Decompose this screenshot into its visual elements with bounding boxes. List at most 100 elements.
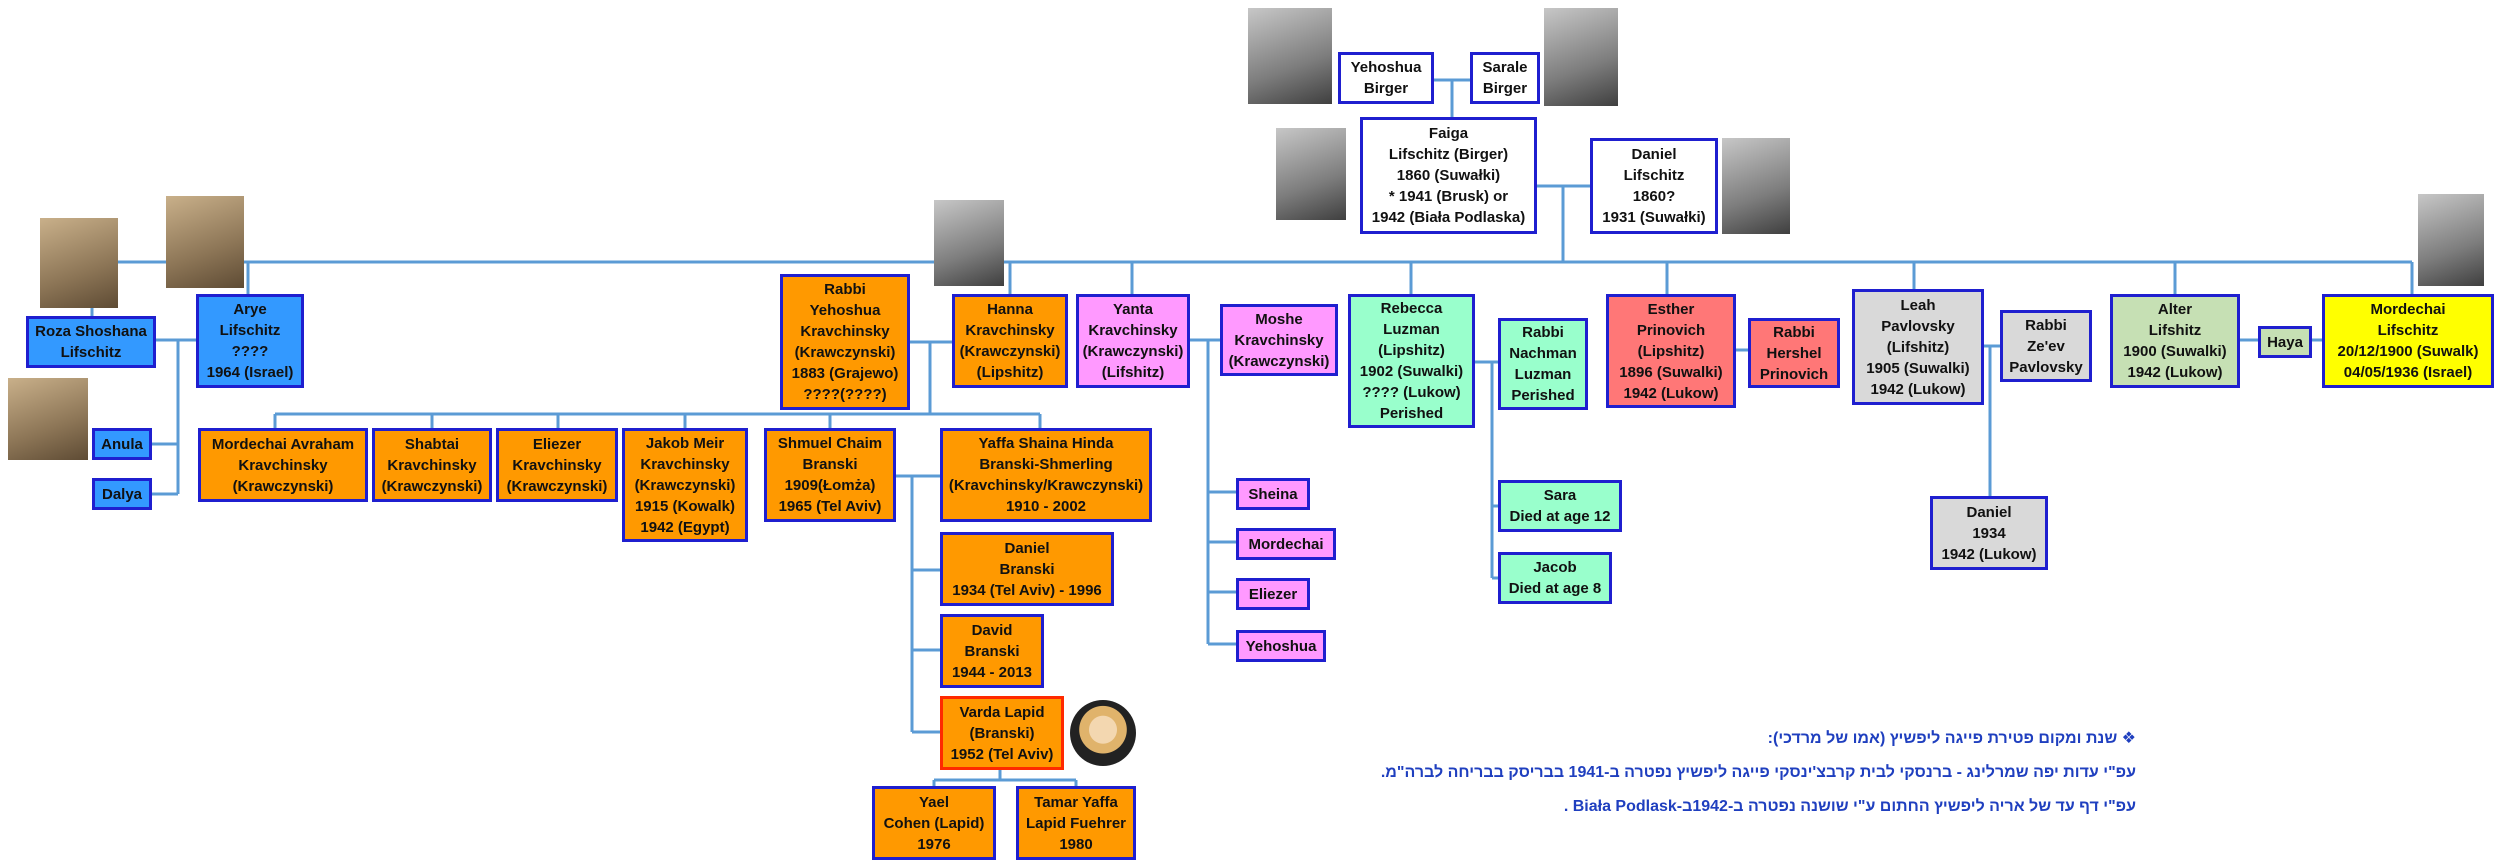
person-box-line: (Krawczynski) xyxy=(959,343,1061,360)
person-box-line: Lifschitz xyxy=(2377,322,2439,339)
person-box-line: Lifschitz xyxy=(219,322,281,339)
person-box[interactable]: Dalya xyxy=(92,478,152,510)
person-box-line: Mordechai Avraham xyxy=(211,435,355,453)
person-box-line: Eliezer xyxy=(1248,585,1298,603)
person-photo-icon xyxy=(1276,128,1346,220)
person-box-line: Yehoshua xyxy=(1350,59,1422,76)
person-box-line: Esther xyxy=(1647,300,1695,318)
person-box-line: Kravchinsky xyxy=(1088,322,1178,339)
person-box[interactable]: Yehoshua xyxy=(1236,630,1326,662)
person-photo-icon xyxy=(1722,138,1790,234)
person-box-line: 1896 (Suwalki) xyxy=(1619,363,1723,381)
person-box-line: 1910 - 2002 xyxy=(1005,498,1087,515)
person-box-line: Shabtai xyxy=(404,435,460,453)
person-box-line: Kravchinsky xyxy=(512,456,602,474)
person-box-line: Rebecca xyxy=(1380,300,1443,317)
person-box-line: Luzman xyxy=(1514,366,1572,383)
person-box-line: ????(????) xyxy=(803,386,887,403)
person-box-line: David xyxy=(971,621,1013,639)
person-box-line: Moshe xyxy=(1255,310,1303,328)
person-box-line: 1934 xyxy=(1972,524,2006,542)
person-box[interactable]: Haya xyxy=(2258,326,2312,358)
person-photo-icon xyxy=(2418,194,2484,286)
person-box-line: (Branski) xyxy=(969,724,1035,742)
person-box-line: (Lipshitz) xyxy=(1378,342,1445,359)
note-line: עפ"י עדות יפה שמרלינג - ברנסקי לבית קרבצ… xyxy=(1380,764,2136,781)
person-box-line: 04/05/1936 (Israel) xyxy=(2343,364,2473,381)
person-box[interactable]: Varda Lapid(Branski)1952 (Tel Aviv) xyxy=(940,696,1064,770)
person-box-line: Branski xyxy=(964,642,1020,660)
person-box-line: Branski-Shmerling xyxy=(979,456,1113,473)
person-box-line: 1965 (Tel Aviv) xyxy=(778,498,882,515)
person-box-line: Yanta xyxy=(1112,301,1154,318)
person-box[interactable]: Mordechai xyxy=(1236,528,1336,560)
person-box-line: Pavlovsky xyxy=(1881,317,1955,335)
person-box[interactable]: Sheina xyxy=(1236,478,1310,510)
notes-block: ❖ שנת ומקום פטירת פייגה ליפשיץ (אמו של מ… xyxy=(1236,722,2136,824)
person-box-line: 1942 (Biała Podlaska) xyxy=(1371,209,1526,226)
person-box-line: 1931 (Suwałki) xyxy=(1602,209,1706,226)
person-box-line: ???? (Lukow) xyxy=(1362,384,1461,401)
person-box-line: Jakob Meir xyxy=(645,434,725,452)
person-box-line: Cohen (Lapid) xyxy=(883,814,985,832)
person-box[interactable]: Anula xyxy=(92,428,152,460)
person-box-line: Kravchinsky xyxy=(1234,331,1324,349)
person-box-line: Eliezer xyxy=(532,435,582,453)
person-box-line: Daniel xyxy=(1004,539,1050,557)
person-box-line: Rabbi xyxy=(1773,323,1815,341)
person-box-line: Birger xyxy=(1482,80,1528,97)
person-box-line: (Krawczynski) xyxy=(381,477,483,495)
person-box-line: Jacob xyxy=(1533,559,1577,576)
person-box-line: Yael xyxy=(918,793,950,811)
person-box-line: Roza Shoshana xyxy=(35,323,147,340)
person-box-line: Sheina xyxy=(1248,485,1298,503)
person-photo-icon xyxy=(1248,8,1332,104)
person-box-line: Faiga xyxy=(1428,125,1469,142)
person-box-line: Anula xyxy=(101,435,143,453)
person-box-line: (Krawczynski) xyxy=(232,477,334,495)
person-photo-icon xyxy=(1544,8,1618,106)
person-box-line: Birger xyxy=(1363,80,1409,97)
person-box-line: 1915 (Kowalk) xyxy=(634,497,736,515)
person-box-line: (Lifshitz) xyxy=(1886,338,1950,356)
person-box-line: Kravchinsky xyxy=(965,322,1055,339)
person-box-line: Hershel xyxy=(1766,344,1822,362)
person-box-line: 1883 (Grajewo) xyxy=(791,365,899,382)
person-box[interactable]: Eliezer xyxy=(1236,578,1310,610)
person-box-line: Perished xyxy=(1511,387,1575,404)
person-box-line: 1980 xyxy=(1059,835,1093,853)
person-box-line: 1976 xyxy=(917,835,951,853)
person-box-line: Yehoshua xyxy=(809,302,881,319)
